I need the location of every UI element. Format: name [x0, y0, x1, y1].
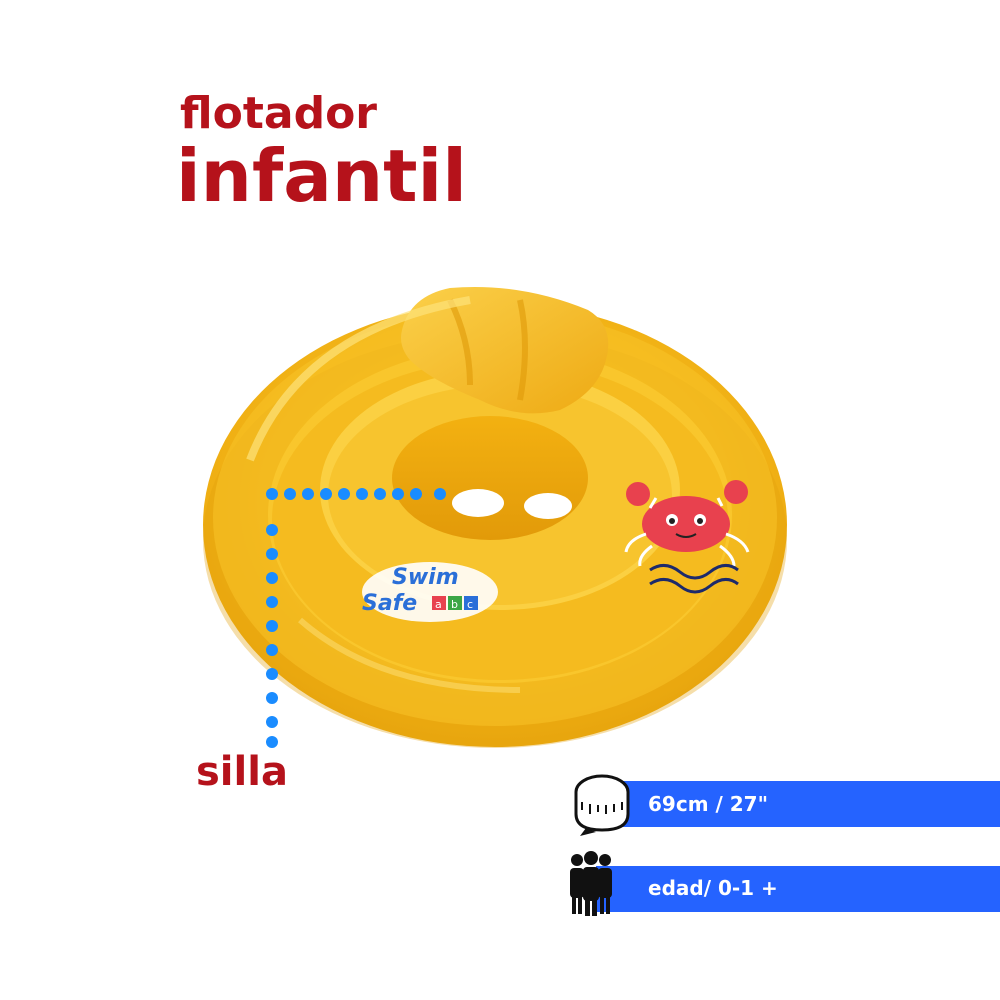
svg-text:c: c [467, 598, 473, 611]
seat-label: silla [196, 749, 288, 795]
leg-hole-right [524, 493, 572, 519]
svg-text:a: a [435, 598, 442, 611]
seat-annotation-line [266, 488, 446, 748]
people-icon [566, 850, 616, 916]
size-spec-bar [596, 781, 1000, 827]
svg-text:Safe: Safe [362, 591, 417, 616]
age-spec-text: edad/ 0-1 + [648, 876, 778, 900]
age-spec-bar [596, 866, 1000, 912]
measuring-tape-icon [572, 770, 632, 836]
crab-icon [624, 480, 750, 594]
title-line-1: flotador [180, 88, 377, 139]
size-spec-text: 69cm / 27" [648, 792, 769, 816]
backrest [401, 286, 609, 414]
svg-text:b: b [451, 598, 458, 611]
leg-hole-left [452, 489, 504, 517]
swim-safe-logo: Swim Safe a b c [362, 562, 498, 622]
title-line-2: infantil [176, 134, 467, 218]
svg-text:Swim: Swim [392, 565, 459, 590]
seat-opening [392, 416, 588, 540]
